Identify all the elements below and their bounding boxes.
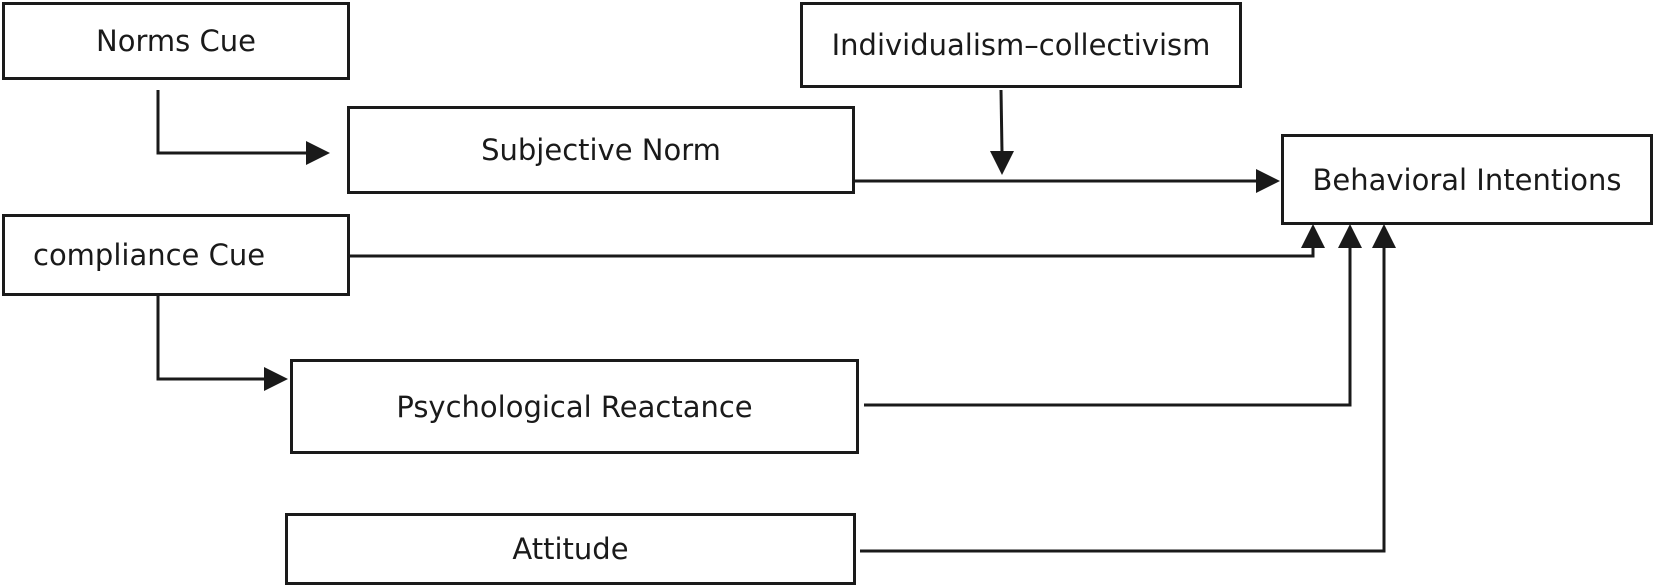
node-norms-cue-label: Norms Cue [96, 24, 256, 58]
edge-compliance-cue-to-behavioral-intentions [348, 224, 1325, 258]
edge-attitude-to-behavioral-intentions [860, 224, 1396, 553]
node-individualism-collectivism: Individualism–collectivism [800, 2, 1242, 88]
edge-psychological-reactance-to-behavioral-intentions [864, 224, 1362, 407]
edge-compliance-cue-to-psychological-reactance [156, 296, 288, 391]
node-individualism-collectivism-label: Individualism–collectivism [831, 28, 1211, 62]
node-subjective-norm: Subjective Norm [347, 106, 855, 194]
node-psychological-reactance: Psychological Reactance [290, 359, 859, 454]
edge-subjective-norm-to-behavioral-intentions [854, 169, 1280, 193]
node-compliance-cue-label: compliance Cue [33, 238, 266, 272]
node-psychological-reactance-label: Psychological Reactance [396, 389, 753, 424]
node-subjective-norm-label: Subjective Norm [481, 133, 721, 167]
node-behavioral-intentions-label: Behavioral Intentions [1312, 162, 1622, 197]
node-attitude: Attitude [285, 513, 856, 585]
node-behavioral-intentions: Behavioral Intentions [1281, 134, 1653, 225]
node-compliance-cue: compliance Cue [2, 214, 350, 296]
edge-individualism-collectivism-moderation [990, 89, 1014, 175]
node-attitude-label: Attitude [512, 532, 629, 566]
edge-norms-cue-to-subjective-norm [156, 90, 330, 165]
node-norms-cue: Norms Cue [2, 2, 350, 80]
